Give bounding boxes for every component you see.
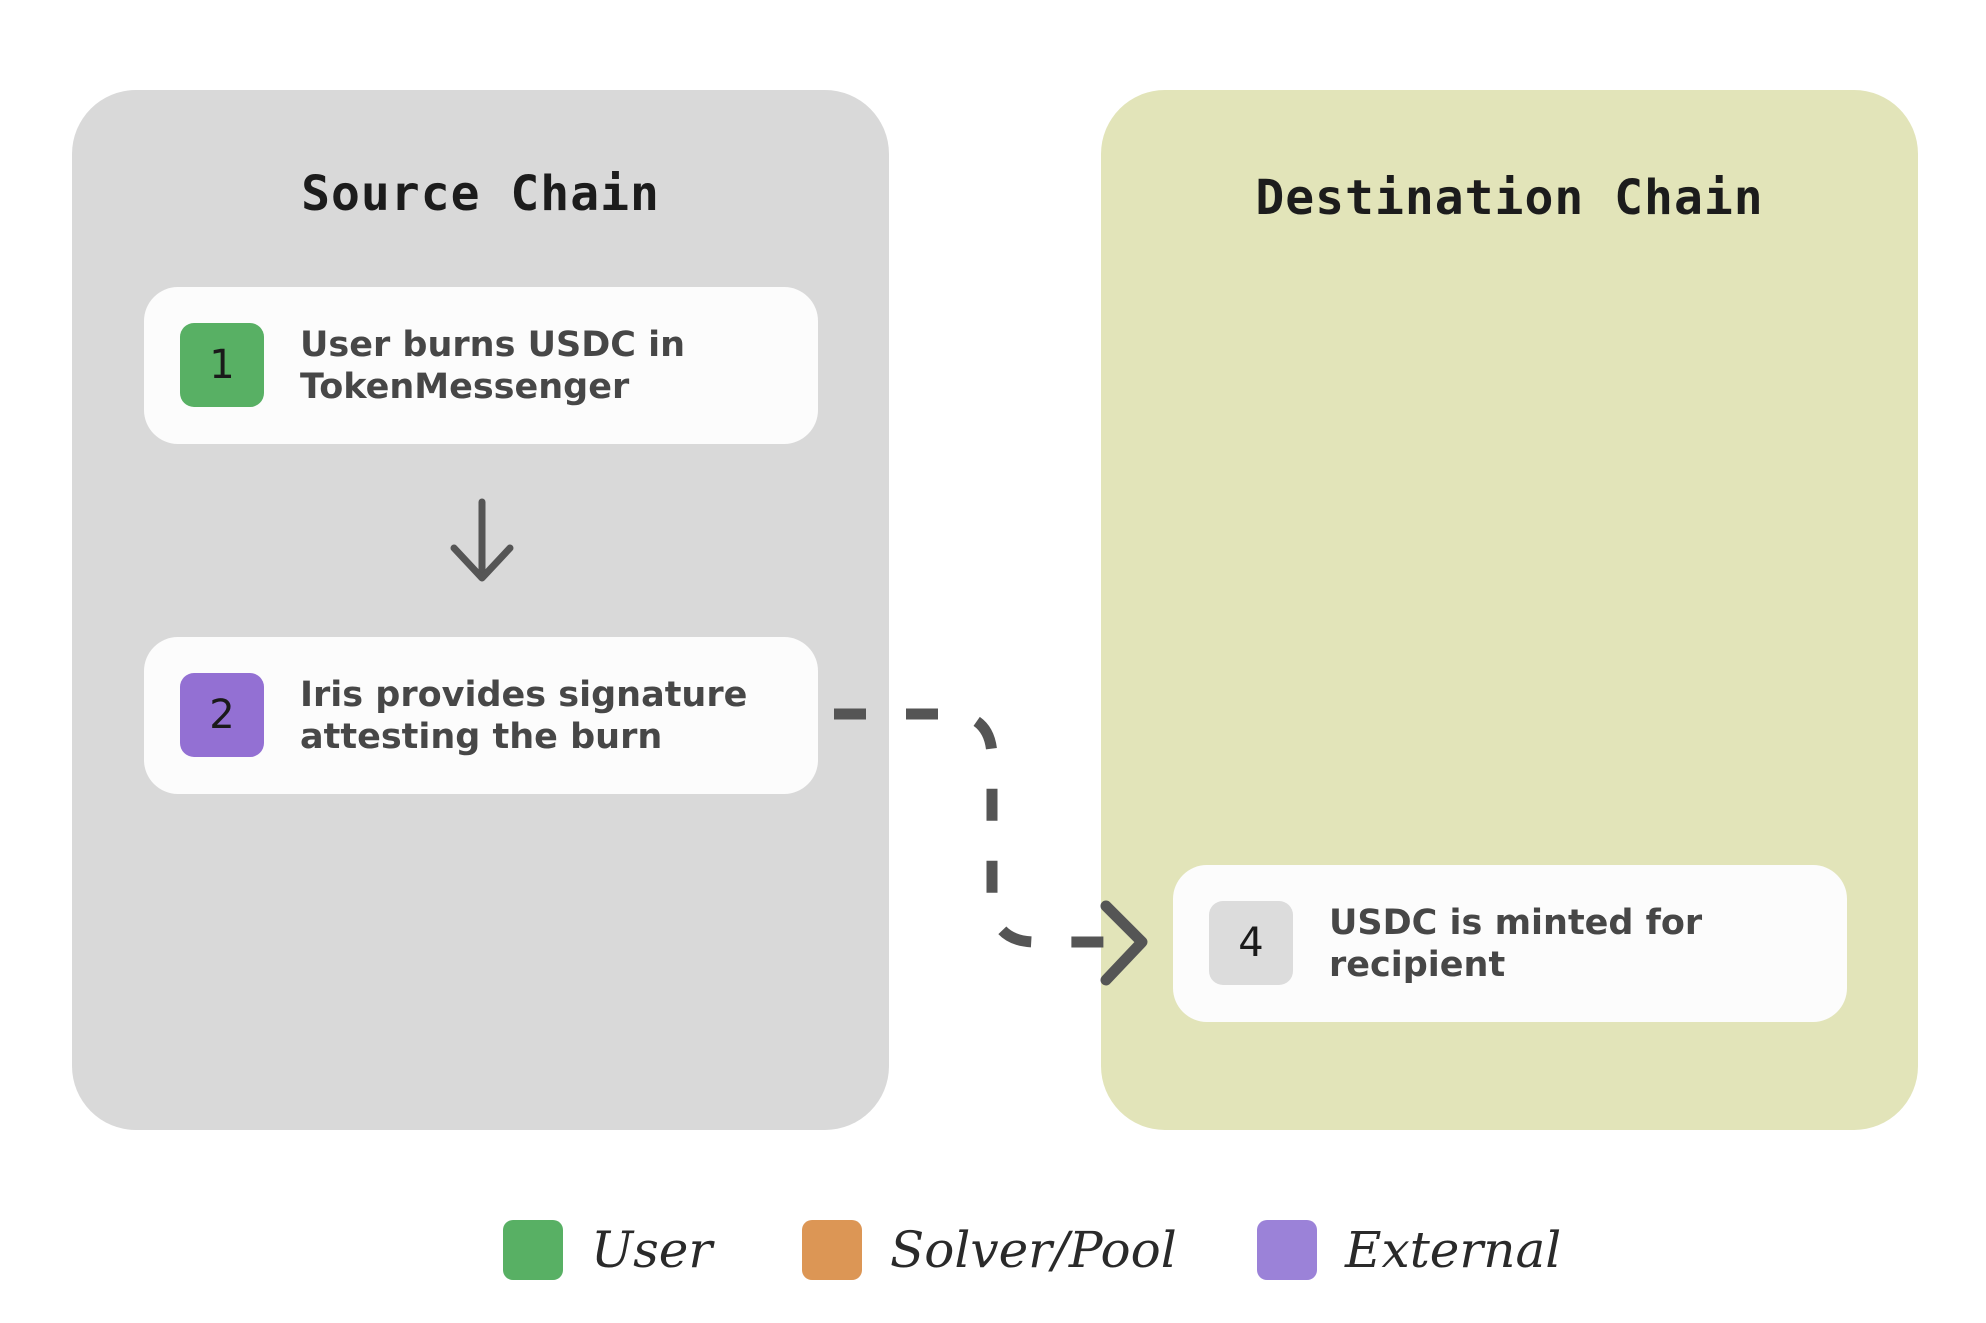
- legend-label-user: User: [591, 1221, 713, 1279]
- legend-swatch-user: [503, 1220, 563, 1280]
- legend-swatch-external: [1257, 1220, 1317, 1280]
- source-chain-panel: Source Chain 1 User burns USDC in TokenM…: [72, 90, 889, 1130]
- source-chain-title: Source Chain: [301, 166, 660, 222]
- legend-swatch-solver-pool: [802, 1220, 862, 1280]
- step-text-1: User burns USDC in TokenMessenger: [300, 324, 686, 407]
- destination-chain-panel: Destination Chain 4 USDC is minted for r…: [1101, 90, 1918, 1130]
- step-badge-2: 2: [180, 673, 264, 757]
- legend-label-solver-pool: Solver/Pool: [890, 1221, 1177, 1279]
- step-badge-4: 4: [1209, 901, 1293, 985]
- step-text-4: USDC is minted for recipient: [1329, 902, 1703, 985]
- legend-item-external: External: [1257, 1210, 1561, 1290]
- step-badge-1: 1: [180, 323, 264, 407]
- legend-item-user: User: [503, 1210, 712, 1290]
- step-card-4: 4 USDC is minted for recipient: [1173, 865, 1847, 1022]
- legend-label-external: External: [1345, 1221, 1562, 1279]
- destination-chain-title: Destination Chain: [1255, 170, 1764, 226]
- legend-item-solver-pool: Solver/Pool: [802, 1210, 1177, 1290]
- step-text-2: Iris provides signature attesting the bu…: [300, 674, 748, 757]
- step-card-2: 2 Iris provides signature attesting the …: [144, 637, 818, 794]
- step-card-1: 1 User burns USDC in TokenMessenger: [144, 287, 818, 444]
